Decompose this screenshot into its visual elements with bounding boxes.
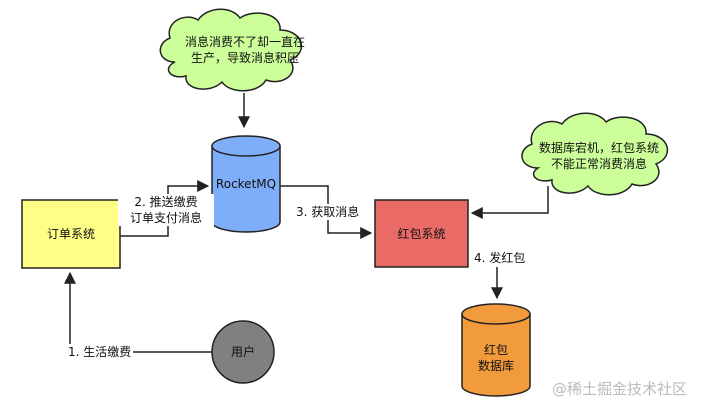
db-down-cloud-line2: 不能正常消费消息 [550,157,647,171]
edge-label-step3: 3. 获取消息 [294,204,362,220]
rocketmq-cylinder-top [211,135,281,157]
order-system-label: 订单系统 [46,227,95,241]
user-label: 用户 [230,345,255,359]
edge-label-step2-line1: 2. 推送缴费 [134,195,198,209]
arrow-cloud-to-redpacket [470,186,549,219]
arrow-user-to-order [64,271,212,353]
redpacket-db-label-line2: 数据库 [477,359,514,373]
edge-label-step2-line2: 订单支付消息 [129,211,202,225]
watermark: @稀土掘金技术社区 [551,380,687,398]
redpacket-system-box [374,199,469,268]
backlog-cloud-text: 消息消费不了却一直在 生产，导致消息积压 [170,34,320,66]
edge-label-step4: 4. 发红包 [472,250,528,266]
redpacket-db-cylinder [461,314,531,397]
redpacket-db-label-line1: 红包 [483,343,508,357]
db-down-cloud-line1: 数据库宕机，红包系统 [538,141,659,155]
edge-label-step2: 2. 推送缴费 订单支付消息 [118,194,214,226]
edge-label-step1: 1. 生活缴费 [66,344,134,360]
backlog-cloud [159,8,303,92]
redpacket-db-label: 红包 数据库 [462,342,530,374]
db-down-cloud-text: 数据库宕机，红包系统 不能正常消费消息 [524,140,674,172]
backlog-cloud-line2: 生产，导致消息积压 [190,51,299,65]
rocketmq-label: RocketMQ [215,177,277,191]
db-down-cloud [521,112,669,196]
redpacket-db-cylinder-top [461,303,531,325]
backlog-cloud-line1: 消息消费不了却一直在 [184,35,305,49]
order-system-box [21,199,121,269]
redpacket-system-label: 红包系统 [397,227,446,241]
